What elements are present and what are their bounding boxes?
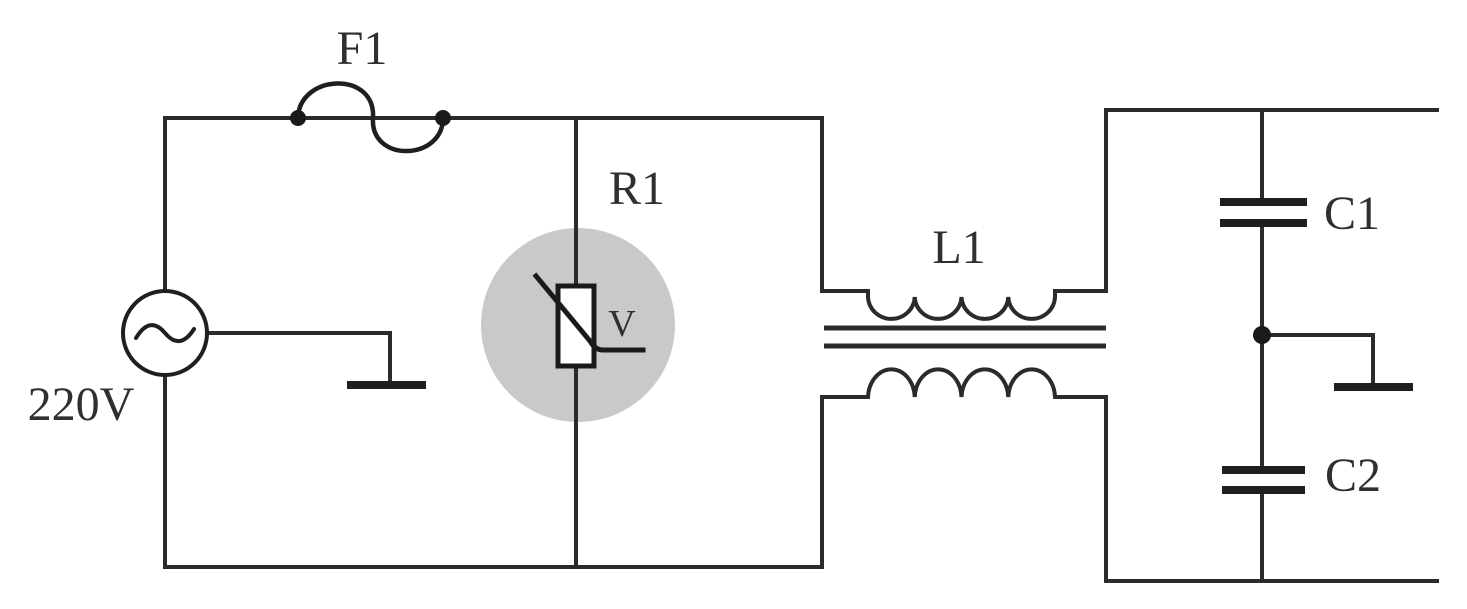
terminal-dot — [435, 110, 451, 126]
varistor-letter: V — [608, 303, 636, 345]
ac-source: 220V — [28, 289, 209, 431]
capacitor-c1-label: C1 — [1324, 187, 1380, 240]
sine-wave-icon — [134, 323, 196, 343]
fuse: F1 — [290, 22, 451, 154]
capacitor-c1: C1 — [1220, 187, 1380, 240]
capacitor-c2: C2 — [1222, 449, 1381, 502]
wire — [205, 331, 392, 384]
terminal-dot — [290, 110, 306, 126]
varistor: R1 V — [532, 162, 665, 369]
varistor-label: R1 — [609, 162, 665, 215]
varistor-arrow — [532, 272, 646, 353]
choke-label: L1 — [932, 221, 985, 274]
capacitor-c2-label: C2 — [1325, 449, 1381, 502]
varistor-body — [555, 283, 597, 369]
wire — [163, 373, 824, 569]
fuse-icon — [295, 81, 446, 154]
fuse-label: F1 — [337, 22, 388, 75]
wire — [1260, 333, 1375, 386]
choke-bottom-winding-wire — [820, 367, 1439, 583]
junction-dot — [1253, 326, 1271, 344]
source-voltage-label: 220V — [28, 378, 135, 431]
wire — [163, 116, 824, 293]
choke-top-winding-wire — [820, 108, 1439, 321]
